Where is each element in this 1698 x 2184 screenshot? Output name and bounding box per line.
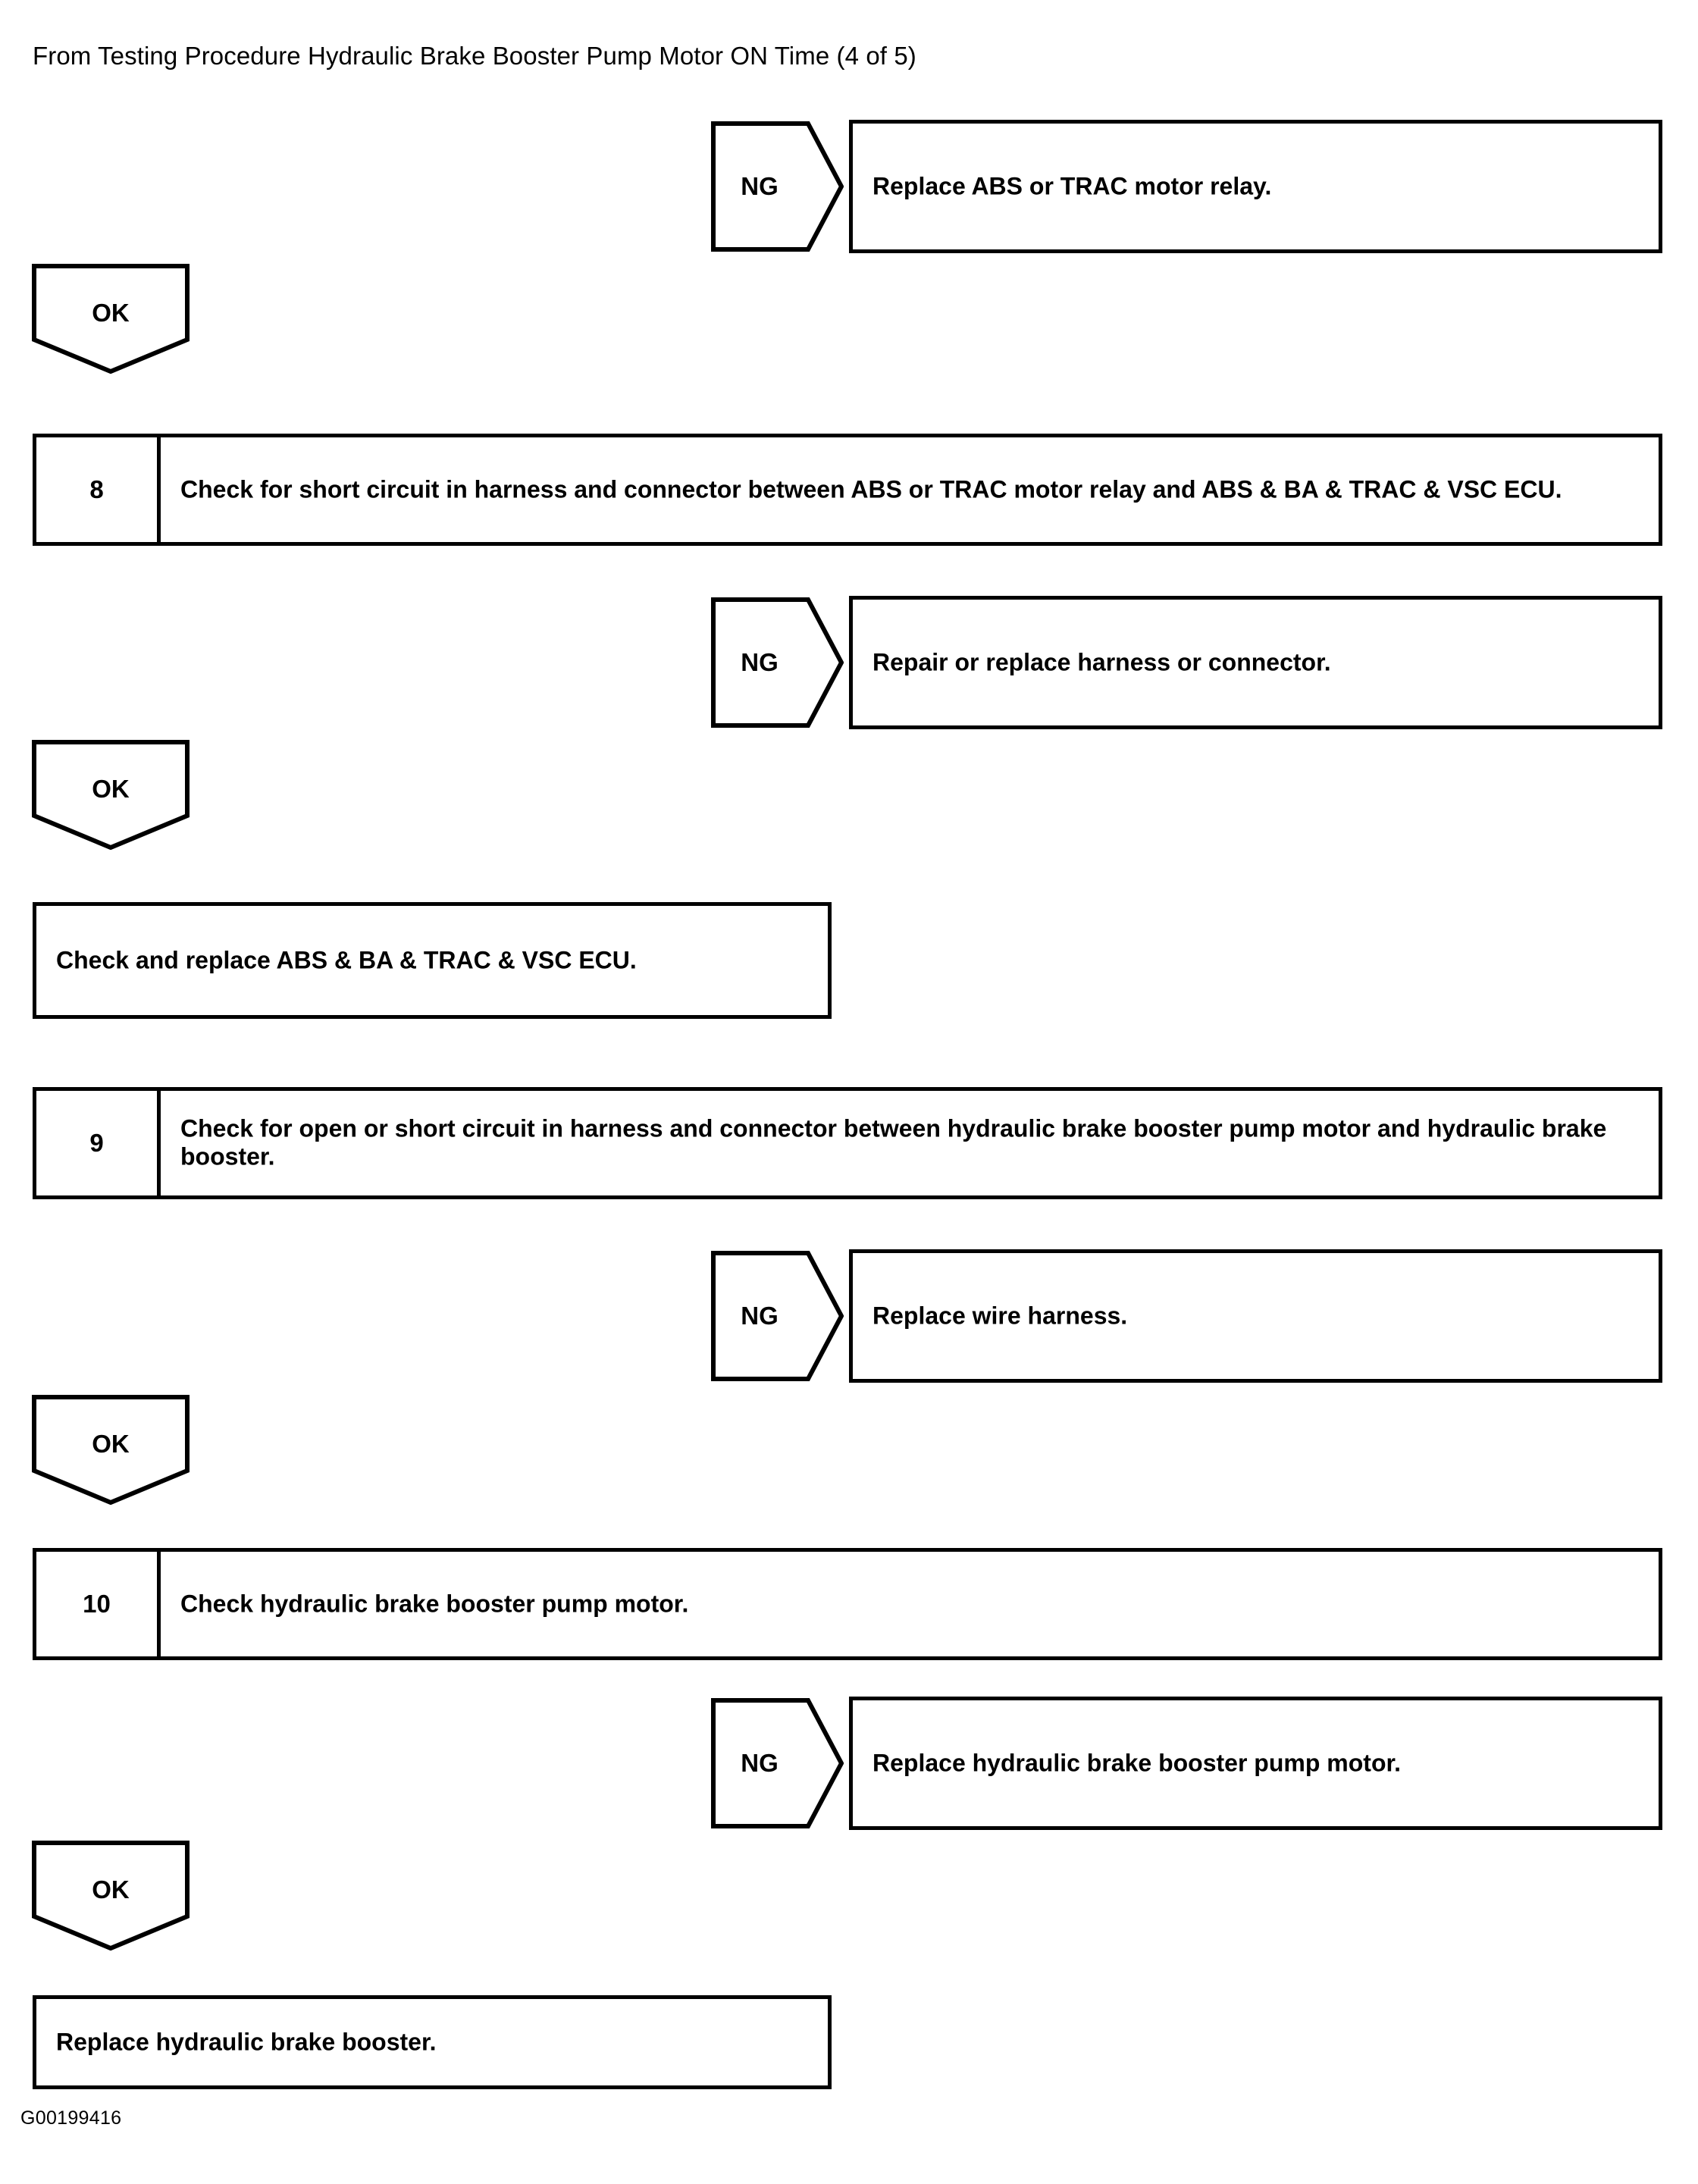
- branch-ng-1: NG: [711, 121, 844, 252]
- ng-pentagon-icon: [711, 1251, 844, 1381]
- ok-gate-label: OK: [92, 775, 130, 803]
- action-box-replace-relay: Replace ABS or TRAC motor relay.: [849, 120, 1662, 253]
- action-box-replace-pump-motor: Replace hydraulic brake booster pump mot…: [849, 1697, 1662, 1830]
- branch-result-label: NG: [741, 172, 779, 200]
- action-box-replace-wire-harness: Replace wire harness.: [849, 1249, 1662, 1383]
- action-box-text: Repair or replace harness or connector.: [872, 648, 1331, 676]
- figure-reference-code: G00199416: [20, 2107, 122, 2129]
- action-box-text: Replace ABS or TRAC motor relay.: [872, 172, 1272, 200]
- branch-result-label: NG: [741, 648, 779, 676]
- step-box-10: 10 Check hydraulic brake booster pump mo…: [33, 1548, 1662, 1660]
- ok-gate-label: OK: [92, 1875, 130, 1904]
- ok-gate-2: OK: [32, 740, 190, 850]
- ok-gate-label: OK: [92, 299, 130, 327]
- action-box-text: Replace hydraulic brake booster pump mot…: [872, 1749, 1402, 1777]
- step-number: 8: [36, 437, 161, 542]
- ok-gate-1: OK: [32, 264, 190, 374]
- ok-gate-3: OK: [32, 1395, 190, 1505]
- branch-ng-2: NG: [711, 597, 844, 728]
- outcome-box-text: Replace hydraulic brake booster.: [56, 2028, 437, 2056]
- step-number: 10: [36, 1552, 161, 1656]
- step-text: Check for open or short circuit in harne…: [180, 1114, 1607, 1170]
- outcome-box-text: Check and replace ABS & BA & TRAC & VSC …: [56, 946, 637, 974]
- action-box-text: Replace wire harness.: [872, 1302, 1128, 1330]
- ng-pentagon-icon: [711, 1698, 844, 1828]
- branch-ng-4: NG: [711, 1698, 844, 1828]
- outcome-box-replace-booster: Replace hydraulic brake booster.: [33, 1995, 832, 2089]
- branch-result-label: NG: [741, 1749, 779, 1777]
- page-title: From Testing Procedure Hydraulic Brake B…: [33, 42, 916, 70]
- ok-gate-4: OK: [32, 1841, 190, 1951]
- step-box-9: 9 Check for open or short circuit in har…: [33, 1087, 1662, 1199]
- branch-result-label: NG: [741, 1302, 779, 1330]
- step-box-8: 8 Check for short circuit in harness and…: [33, 434, 1662, 546]
- action-box-repair-harness: Repair or replace harness or connector.: [849, 596, 1662, 729]
- ok-gate-label: OK: [92, 1430, 130, 1458]
- ng-pentagon-icon: [711, 597, 844, 728]
- outcome-box-check-replace-ecu: Check and replace ABS & BA & TRAC & VSC …: [33, 902, 832, 1019]
- branch-ng-3: NG: [711, 1251, 844, 1381]
- step-text: Check hydraulic brake booster pump motor…: [180, 1590, 689, 1618]
- ng-pentagon-icon: [711, 121, 844, 252]
- step-text: Check for short circuit in harness and c…: [180, 475, 1562, 503]
- step-number: 9: [36, 1091, 161, 1195]
